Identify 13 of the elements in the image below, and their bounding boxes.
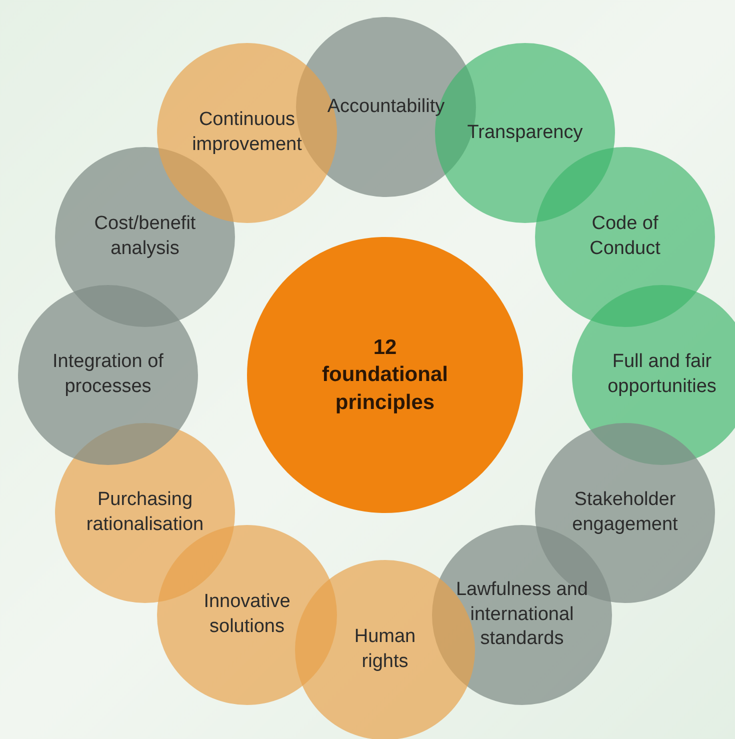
principle-label: Continuous improvement xyxy=(191,108,303,157)
principle-label: Stakeholder engagement xyxy=(571,488,679,537)
principle-label: Human rights xyxy=(353,625,417,674)
center-title: 12 foundational principles xyxy=(321,335,449,416)
principle-label: Accountability xyxy=(327,94,445,119)
principle-label: Innovative solutions xyxy=(202,590,292,639)
principle-label: Lawfulness and international standards xyxy=(454,578,590,652)
principle-label: Code of Conduct xyxy=(588,212,662,261)
principle-label: Transparency xyxy=(467,120,583,145)
principle-label: Integration of processes xyxy=(52,350,164,399)
principle-label: Purchasing rationalisation xyxy=(85,488,205,537)
principle-label: Full and fair opportunities xyxy=(606,350,718,399)
principle-label: Cost/benefit analysis xyxy=(93,212,197,261)
